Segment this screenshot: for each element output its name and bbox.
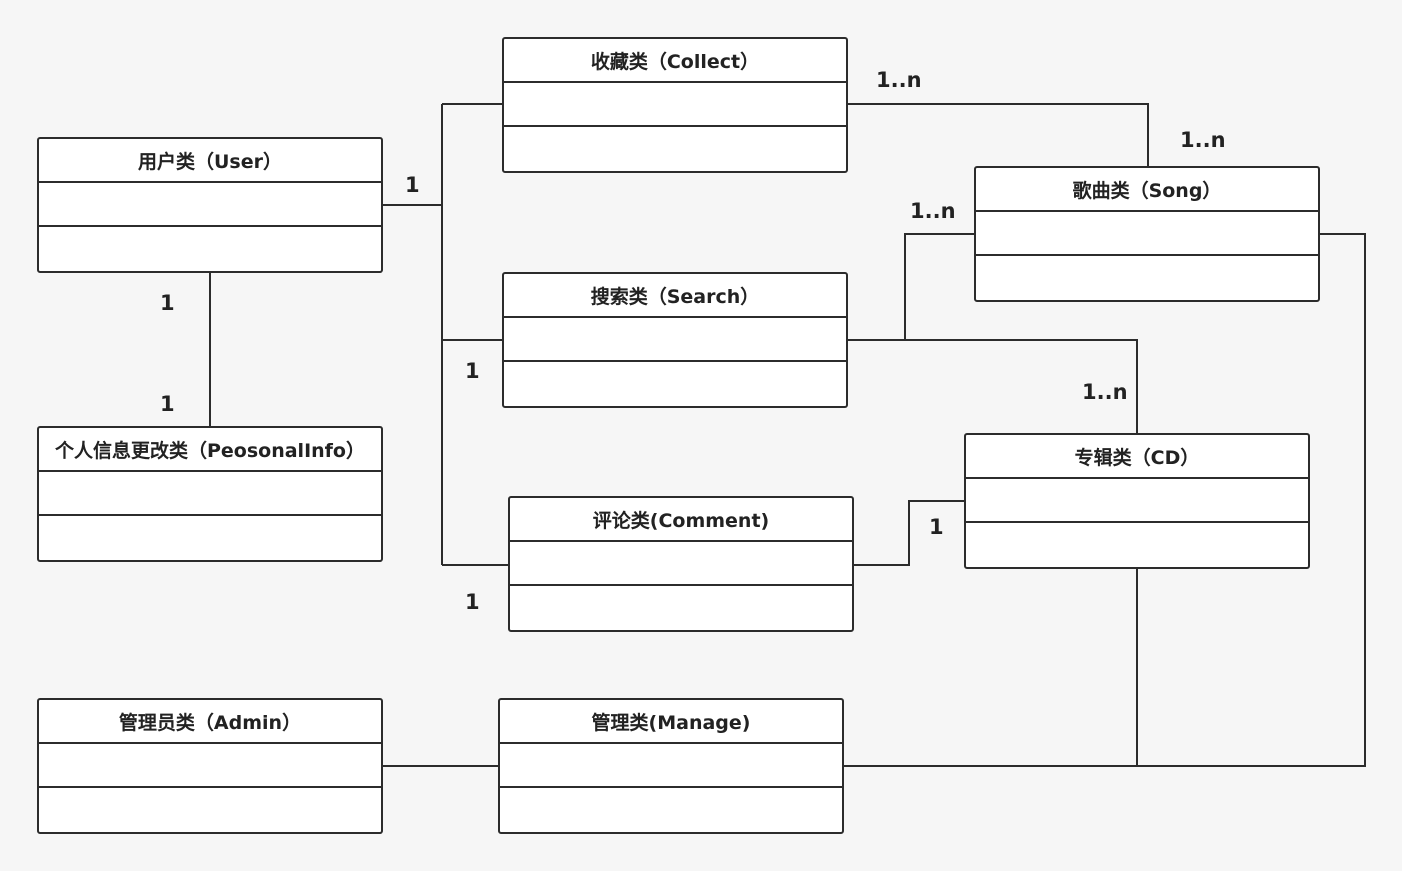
class-song-attributes — [976, 212, 1318, 256]
class-comment-attributes — [510, 542, 852, 586]
class-song[interactable]: 歌曲类（Song） — [974, 166, 1320, 302]
class-personalinfo[interactable]: 个人信息更改类（PeosonalInfo） — [37, 426, 383, 562]
multiplicity-user-to-personal: 1 — [160, 291, 175, 315]
line-search-to-cd — [848, 339, 1138, 433]
class-user-operations — [39, 227, 381, 271]
class-personalinfo-attributes — [39, 472, 381, 516]
class-user[interactable]: 用户类（User） — [37, 137, 383, 273]
multiplicity-collect-song-a: 1..n — [876, 68, 922, 92]
class-admin[interactable]: 管理员类（Admin） — [37, 698, 383, 834]
multiplicity-search-song: 1..n — [910, 199, 956, 223]
line-comment-to-cd — [854, 500, 964, 566]
multiplicity-comment-cd: 1 — [929, 515, 944, 539]
class-cd-attributes — [966, 479, 1308, 523]
line-collect-to-song — [848, 103, 1149, 167]
line-search-to-song — [904, 233, 975, 340]
class-user-attributes — [39, 183, 381, 227]
class-comment-operations — [510, 586, 852, 630]
multiplicity-personal-to-user: 1 — [160, 392, 175, 416]
line-manage-to-song — [844, 233, 1366, 767]
class-manage-attributes — [500, 744, 842, 788]
class-song-title: 歌曲类（Song） — [976, 168, 1318, 212]
class-collect-attributes — [504, 83, 846, 127]
class-search-operations — [504, 362, 846, 406]
class-cd[interactable]: 专辑类（CD） — [964, 433, 1310, 569]
class-personalinfo-operations — [39, 516, 381, 560]
class-song-operations — [976, 256, 1318, 300]
class-manage-title: 管理类(Manage) — [500, 700, 842, 744]
class-cd-title: 专辑类（CD） — [966, 435, 1308, 479]
class-personalinfo-title: 个人信息更改类（PeosonalInfo） — [39, 428, 381, 472]
class-manage-operations — [500, 788, 842, 832]
multiplicity-comment-user: 1 — [465, 590, 480, 614]
class-comment-title: 评论类(Comment) — [510, 498, 852, 542]
class-collect-title: 收藏类（Collect） — [504, 39, 846, 83]
multiplicity-collect-song-b: 1..n — [1180, 128, 1226, 152]
class-manage[interactable]: 管理类(Manage) — [498, 698, 844, 834]
class-collect-operations — [504, 127, 846, 171]
class-collect[interactable]: 收藏类（Collect） — [502, 37, 848, 173]
class-admin-title: 管理员类（Admin） — [39, 700, 381, 744]
multiplicity-search-cd: 1..n — [1082, 380, 1128, 404]
class-user-title: 用户类（User） — [39, 139, 381, 183]
multiplicity-search-user: 1 — [465, 359, 480, 383]
class-cd-operations — [966, 523, 1308, 567]
class-admin-operations — [39, 788, 381, 832]
class-search-attributes — [504, 318, 846, 362]
class-admin-attributes — [39, 744, 381, 788]
class-search[interactable]: 搜索类（Search） — [502, 272, 848, 408]
class-comment[interactable]: 评论类(Comment) — [508, 496, 854, 632]
multiplicity-user-children: 1 — [405, 173, 420, 197]
class-search-title: 搜索类（Search） — [504, 274, 846, 318]
